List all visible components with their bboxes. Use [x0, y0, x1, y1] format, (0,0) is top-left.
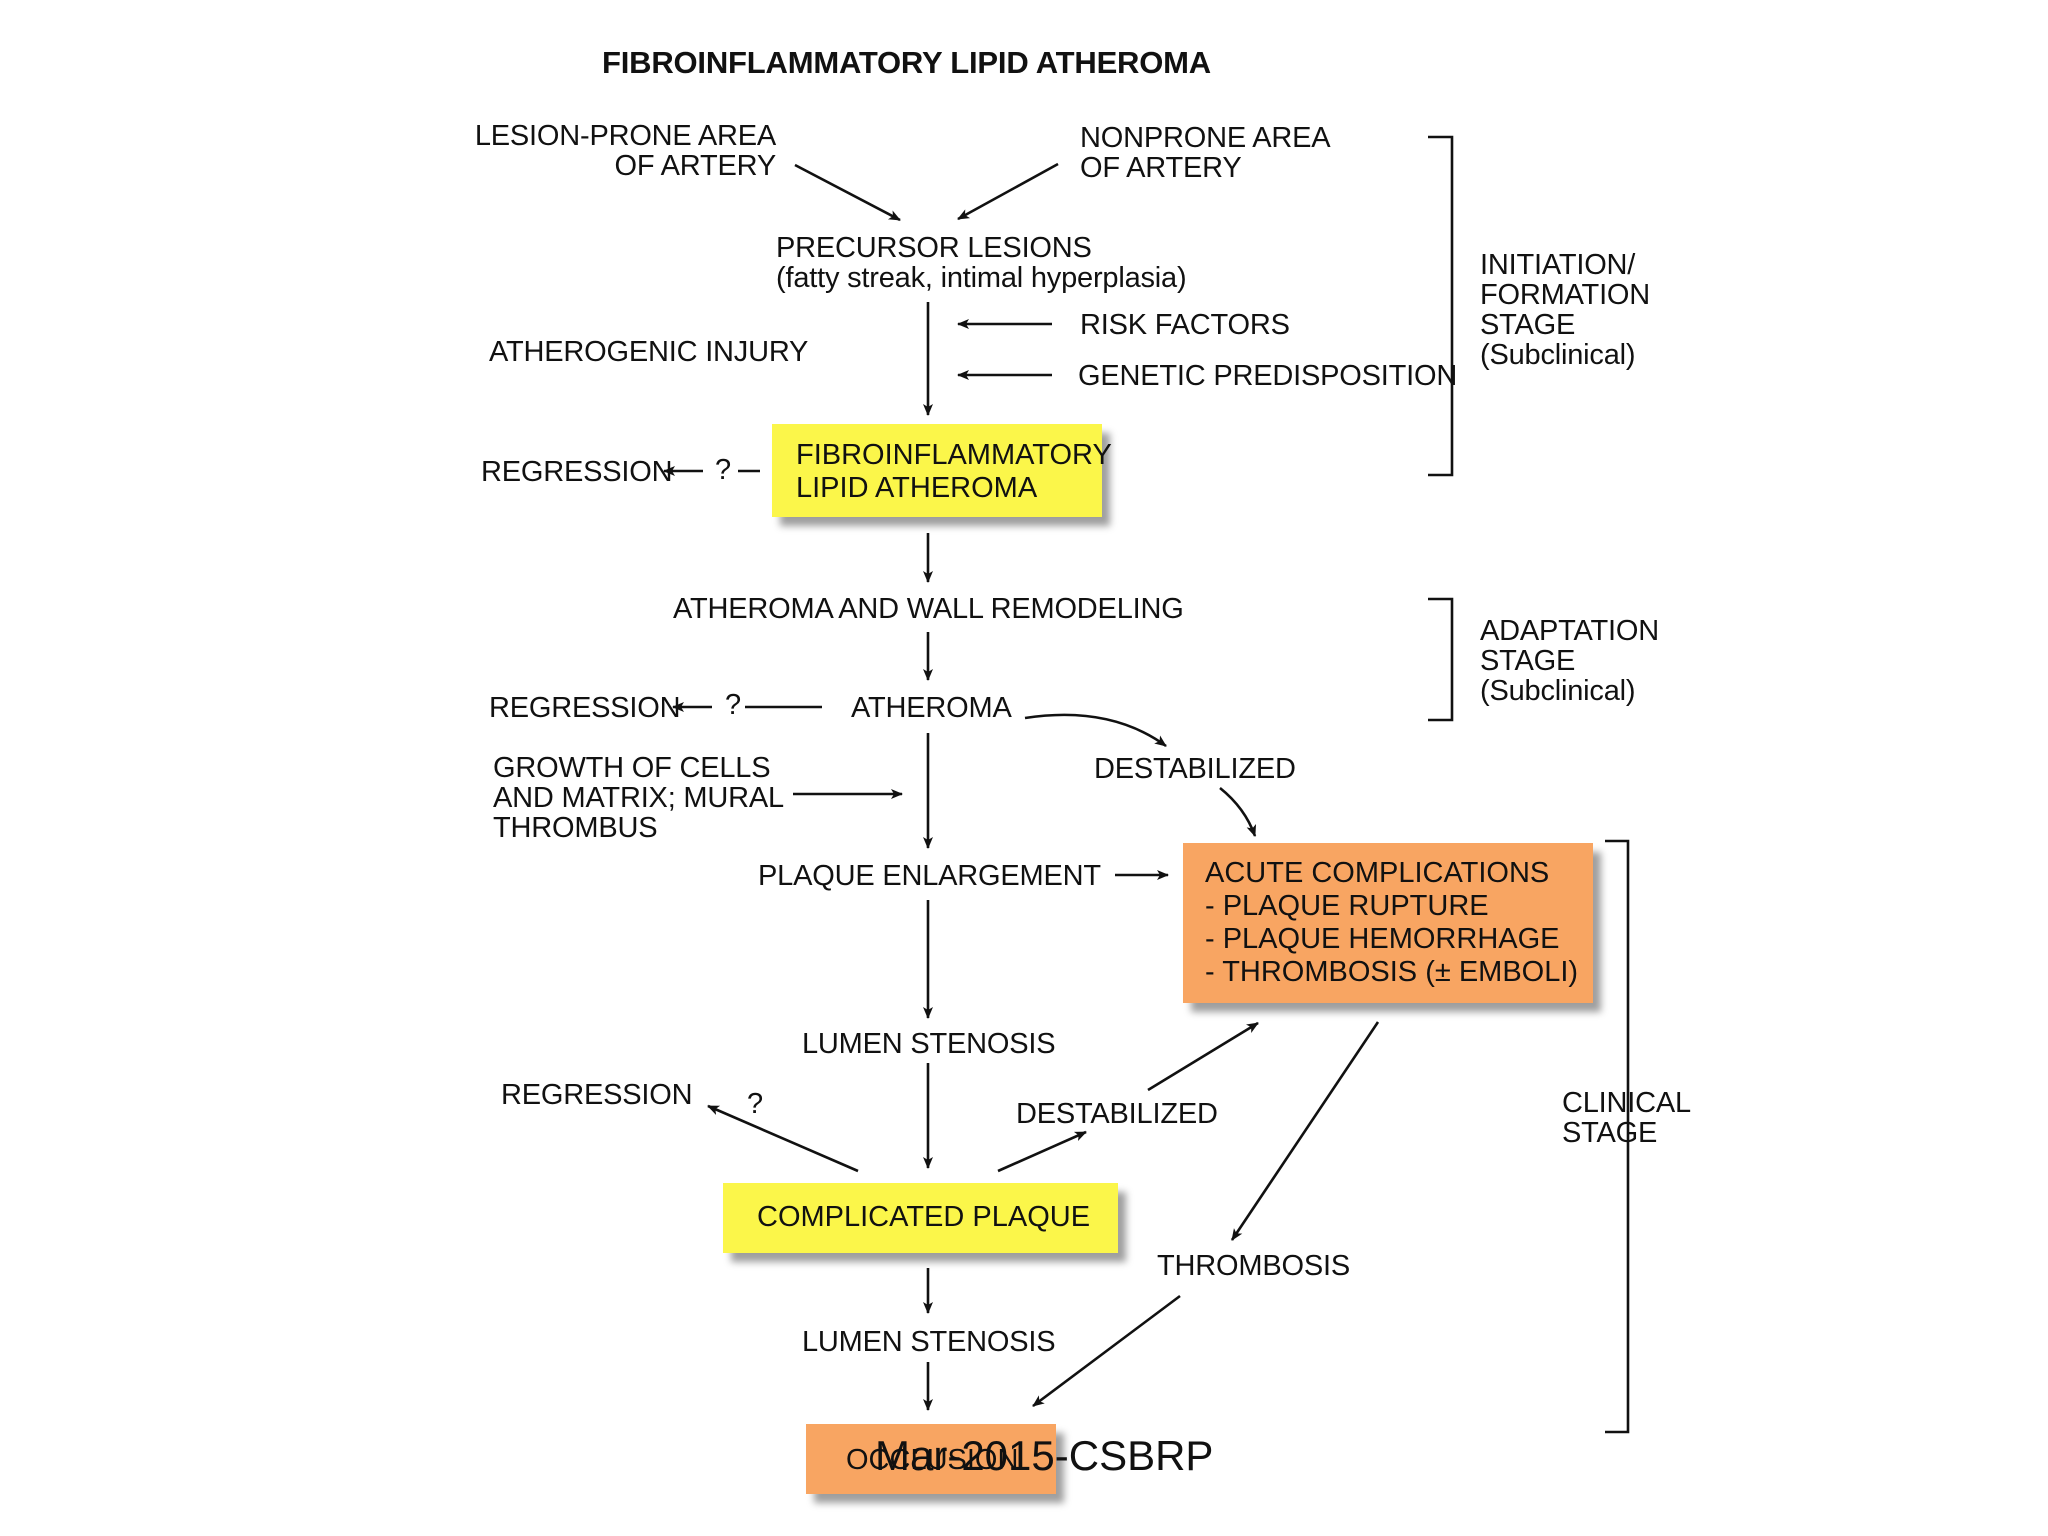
- genetic-predisposition-label: GENETIC PREDISPOSITION: [1078, 360, 1458, 392]
- arrow-nonprone-to-precursor: [957, 162, 1059, 221]
- atherogenic-injury-label: ATHEROGENIC INJURY: [489, 336, 809, 368]
- wall-remodeling-label: ATHEROMA AND WALL REMODELING: [673, 593, 1184, 625]
- adaptation-stage-label: ADAPTATION STAGE (Subclinical): [1480, 615, 1659, 707]
- bracket-clinical: [1605, 839, 1630, 1434]
- clinical-stage-label: CLINICAL STAGE: [1562, 1087, 1691, 1149]
- arrow-acute-to-thrombosis: [1230, 1021, 1380, 1241]
- destabilized-label-1: DESTABILIZED: [1094, 753, 1296, 785]
- atheroma-label: ATHEROMA: [851, 692, 1012, 724]
- nonprone-label: NONPRONE AREA OF ARTERY: [1080, 122, 1331, 184]
- fibroinflammatory-box-label: FIBROINFLAMMATORY LIPID ATHEROMA: [796, 439, 1112, 504]
- diagram-title: FIBROINFLAMMATORY LIPID ATHEROMA: [602, 45, 1211, 80]
- acute-complications-box: ACUTE COMPLICATIONS - PLAQUE RUPTURE - P…: [1183, 843, 1593, 1003]
- lesion-prone-label: LESION-PRONE AREA OF ARTERY: [474, 120, 776, 182]
- arrow-destabilized-to-acute-2: [1147, 1021, 1259, 1092]
- arrow-atheroma-to-destabilized: [1024, 713, 1167, 748]
- complicated-plaque-label: COMPLICATED PLAQUE: [757, 1201, 1091, 1233]
- question-mark-1: ?: [715, 454, 731, 486]
- arrow-thrombosis-to-occlusion: [1032, 1294, 1181, 1408]
- question-mark-2: ?: [725, 689, 741, 721]
- bracket-adaptation: [1428, 597, 1454, 722]
- acute-complications-label: ACUTE COMPLICATIONS - PLAQUE RUPTURE - P…: [1205, 857, 1579, 988]
- initiation-stage-label: INITIATION/ FORMATION STAGE (Subclinical…: [1480, 249, 1651, 371]
- occlusion-box: OCCLUSION: [806, 1424, 1056, 1494]
- arrow-lesion-to-precursor: [794, 163, 901, 222]
- risk-factors-label: RISK FACTORS: [1080, 309, 1290, 341]
- arrow-complicated-to-destabilized: [997, 1130, 1087, 1173]
- plaque-enlargement-label: PLAQUE ENLARGEMENT: [758, 860, 1101, 892]
- bracket-initiation: [1428, 135, 1454, 477]
- fibroinflammatory-box: FIBROINFLAMMATORY LIPID ATHEROMA: [772, 424, 1112, 517]
- regression-label-3: REGRESSION: [501, 1079, 693, 1111]
- destabilized-label-2: DESTABILIZED: [1016, 1098, 1218, 1130]
- precursor-lesions-label: PRECURSOR LESIONS (fatty streak, intimal…: [776, 232, 1187, 294]
- growth-of-cells-label: GROWTH OF CELLS AND MATRIX; MURAL THROMB…: [493, 752, 784, 844]
- occlusion-label: OCCLUSION: [846, 1444, 1019, 1476]
- question-mark-3: ?: [747, 1088, 763, 1120]
- complicated-plaque-box: COMPLICATED PLAQUE: [723, 1183, 1118, 1253]
- arrow-complicated-to-regression: [707, 1104, 859, 1173]
- regression-label-1: REGRESSION: [481, 456, 673, 488]
- arrow-destabilized-to-acute: [1219, 786, 1257, 837]
- thrombosis-label: THROMBOSIS: [1157, 1250, 1350, 1282]
- lumen-stenosis-label-1: LUMEN STENOSIS: [802, 1028, 1056, 1060]
- watermark-text: Mar-2015-CSBRP: [875, 1432, 1214, 1479]
- lumen-stenosis-label-2: LUMEN STENOSIS: [802, 1326, 1056, 1358]
- regression-label-2: REGRESSION: [489, 692, 681, 724]
